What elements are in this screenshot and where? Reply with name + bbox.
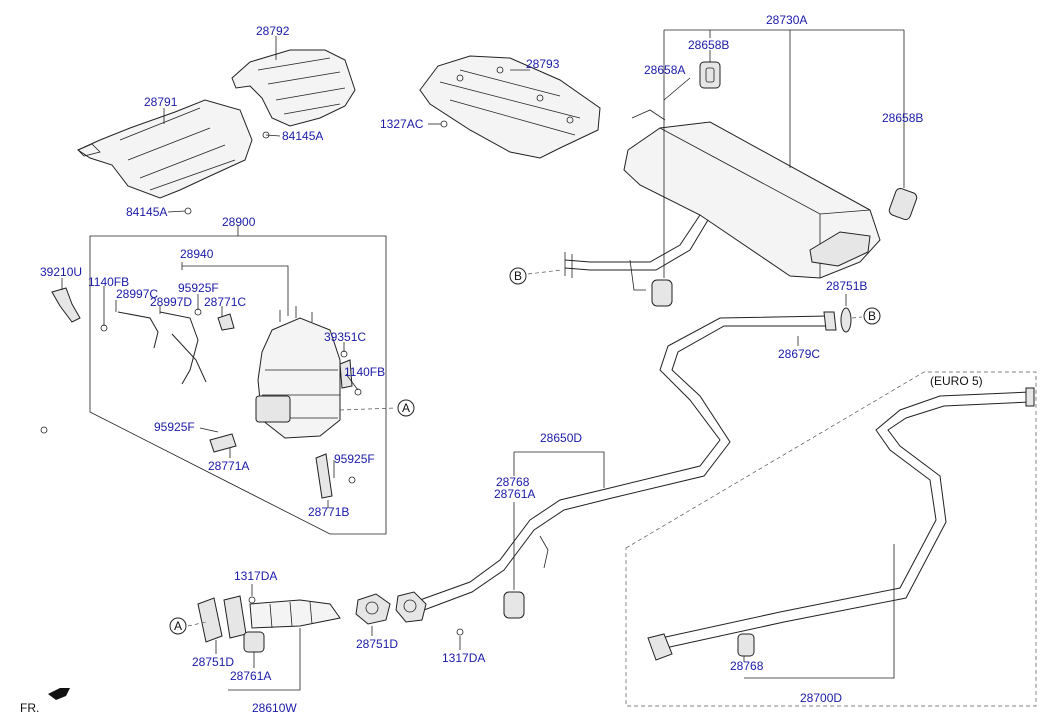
label-1317DA-bot: 1317DA <box>442 651 485 665</box>
rear-muffler-28730A <box>564 109 881 279</box>
label-28771C: 28771C <box>204 295 246 309</box>
front-arrow-icon <box>48 688 70 700</box>
label-95925F-top: 95925F <box>178 281 219 295</box>
label-28771B: 28771B <box>308 505 349 519</box>
label-28771A: 28771A <box>208 459 249 473</box>
ref-marker-a-cat: A <box>339 399 415 417</box>
label-28768-right: 28768 <box>730 659 764 673</box>
label-1140FB-left: 1140FB <box>88 275 129 289</box>
label-28658B-right: 28658B <box>882 111 923 125</box>
oxygen-sensor-39210U <box>51 287 81 323</box>
catalytic-converter-28940 <box>255 306 341 439</box>
bolt-95925F-right <box>348 476 356 484</box>
label-28997C: 28997C <box>116 287 158 301</box>
label-84145A-top: 84145A <box>282 129 323 143</box>
euro5-group-box <box>625 371 1037 707</box>
center-pipe-28650D <box>419 311 837 611</box>
gasket-28751B <box>840 307 852 333</box>
label-95925F-right: 95925F <box>334 452 375 466</box>
label-28658A: 28658A <box>644 63 685 77</box>
heat-shield-28791 <box>76 99 253 199</box>
sensor-wires <box>117 311 207 385</box>
svg-text:A: A <box>402 401 410 415</box>
svg-text:A: A <box>174 619 182 633</box>
gasket-28751D-mid <box>355 593 391 625</box>
front-direction-indicator: FR. <box>20 688 70 715</box>
label-39210U: 39210U <box>40 265 82 279</box>
svg-text:B: B <box>868 309 876 323</box>
catalytic-converter-group-box <box>89 235 387 535</box>
label-28761A-mid: 28761A <box>494 487 535 501</box>
bolt-1140FB-right <box>354 388 362 396</box>
bolt-1327AC <box>440 120 448 128</box>
label-28730A: 28730A <box>766 13 807 27</box>
label-1140FB-right: 1140FB <box>344 365 385 379</box>
hanger-28658B-right <box>888 187 918 221</box>
label-28610W: 28610W <box>252 701 297 715</box>
label-28940: 28940 <box>180 247 214 261</box>
part-labels: 28792 28791 84145A 84145A 28793 1327AC 2… <box>40 13 983 715</box>
label-28751D-mid: 28751D <box>356 637 398 651</box>
front-pipe-28610W <box>197 595 341 653</box>
label-28793: 28793 <box>526 57 560 71</box>
label-1327AC: 1327AC <box>380 117 424 131</box>
hanger-28658A <box>629 259 673 307</box>
label-39351C: 39351C <box>324 330 366 344</box>
label-euro5: (EURO 5) <box>930 374 983 388</box>
ref-marker-b-pipe: B <box>851 307 881 325</box>
ref-marker-b-muffler: B <box>509 267 563 285</box>
heat-shield-28793 <box>419 55 601 159</box>
bolt-1317DA-top <box>248 596 256 604</box>
label-1317DA-top: 1317DA <box>234 569 277 583</box>
heat-shield-28792 <box>231 49 356 127</box>
label-28768-mid: 28768 <box>496 475 530 489</box>
nut-84145A-bottom <box>184 207 192 215</box>
label-28751D-left: 28751D <box>192 655 234 669</box>
label-28791: 28791 <box>144 95 178 109</box>
label-28900: 28900 <box>222 215 256 229</box>
pipe-28700D <box>647 387 1035 661</box>
ref-marker-a-front: A <box>169 617 207 635</box>
hanger-28761A-mid <box>503 591 525 619</box>
hanger-28658B-top <box>699 61 721 89</box>
label-28700D: 28700D <box>800 691 842 705</box>
label-28751B: 28751B <box>826 279 867 293</box>
leader-lines <box>61 29 905 691</box>
label-84145A-bottom: 84145A <box>126 205 167 219</box>
label-28650D: 28650D <box>540 431 582 445</box>
nut-1317DA-bot <box>456 628 464 636</box>
label-28679C: 28679C <box>778 347 820 361</box>
bolt-95925F-left <box>40 426 48 434</box>
svg-text:B: B <box>514 269 522 283</box>
label-28792: 28792 <box>256 24 290 38</box>
flange-center-pipe <box>395 591 427 623</box>
label-28761A-bot: 28761A <box>230 669 271 683</box>
svg-text:FR.: FR. <box>20 701 39 715</box>
label-28658B-top: 28658B <box>688 38 729 52</box>
label-95925F-left: 95925F <box>154 420 195 434</box>
label-28997D: 28997D <box>150 295 192 309</box>
hanger-28768-right <box>737 633 755 657</box>
